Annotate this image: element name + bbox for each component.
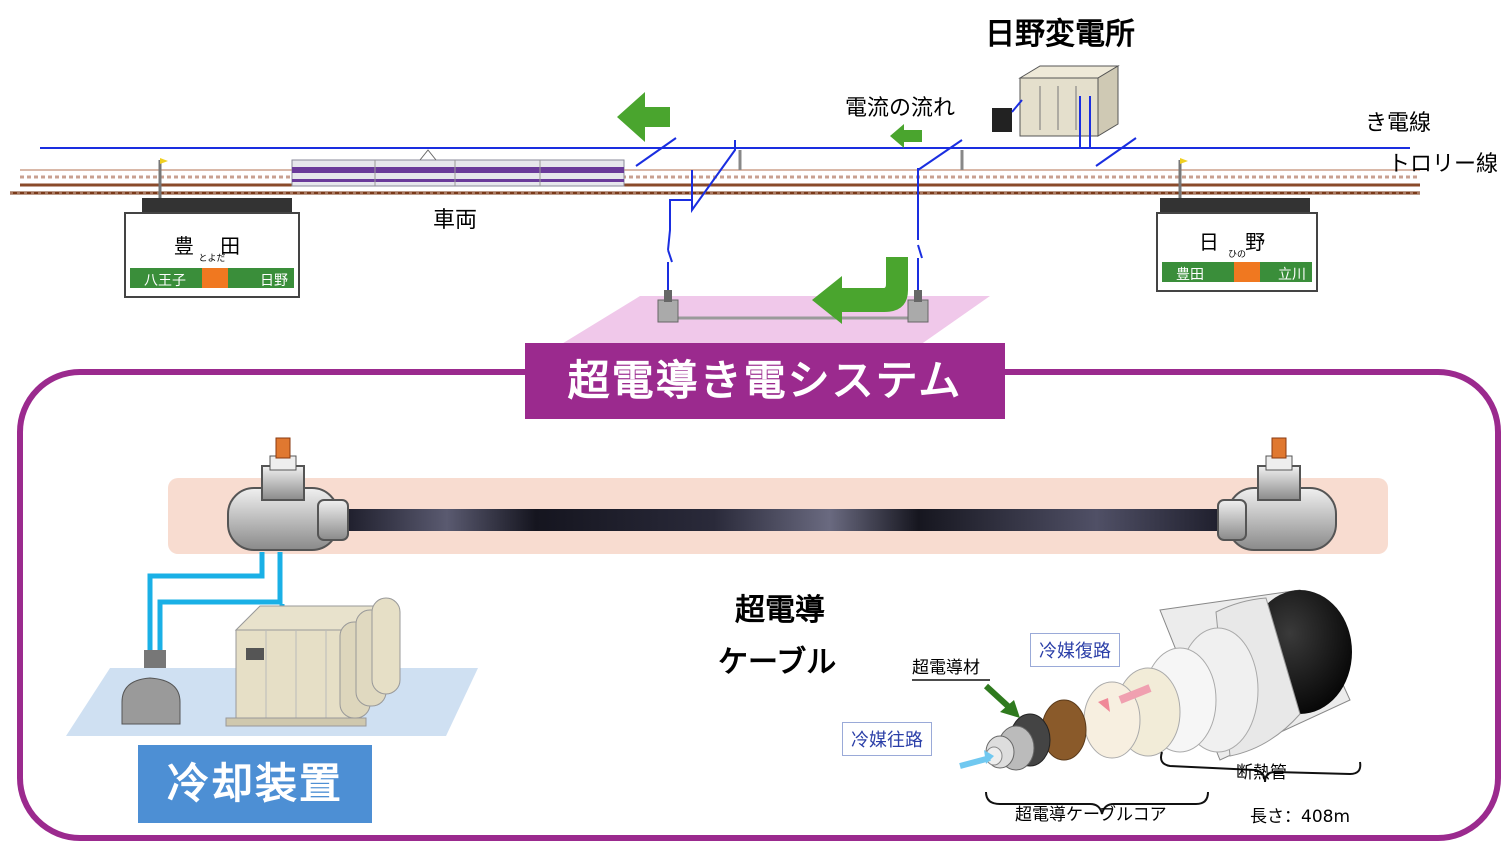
cable-title-line1: 超電導 xyxy=(735,593,825,628)
station-kana: とよだ xyxy=(198,254,226,264)
current-arrow-small xyxy=(890,124,922,148)
return-arrow xyxy=(812,257,908,324)
station-right-pole xyxy=(1160,158,1310,212)
station-direction-bar: 豊田 立川 xyxy=(1162,262,1312,283)
cable-cross-section xyxy=(959,589,1352,771)
system-title-banner: 超電導き電システム xyxy=(525,343,1005,419)
feeder-connection-1 xyxy=(635,137,736,300)
substation-label: 日野変電所 xyxy=(985,17,1135,52)
trolley-line-label: トロリー線 xyxy=(1388,152,1499,177)
station-kana: ひの xyxy=(1227,250,1246,260)
cable-core-label: 超電導ケーブルコア xyxy=(1015,805,1167,825)
superconducting-cable xyxy=(340,509,1230,531)
brace-core xyxy=(985,791,1209,815)
coolant-return-label: 冷媒復路 xyxy=(1030,633,1120,667)
station-prev: 豊田 xyxy=(1176,267,1204,283)
line-color-mark xyxy=(202,268,228,288)
station-next: 日野 xyxy=(260,273,288,289)
substation-building xyxy=(992,65,1120,148)
station-next: 立川 xyxy=(1278,267,1306,283)
current-flow-label: 電流の流れ xyxy=(845,96,956,121)
cable-terminal-right xyxy=(1217,437,1337,551)
cryocooler xyxy=(121,650,181,725)
length-label: 長さ：408m xyxy=(1250,807,1351,827)
railway-track xyxy=(10,169,1420,195)
feeder-line-label: き電線 xyxy=(1365,111,1432,136)
small-terminal-right xyxy=(907,290,929,323)
cable-title-line2: ケーブル xyxy=(718,645,837,680)
station-sign-toyoda: 豊 田 とよだ 八王子 日野 xyxy=(124,212,300,298)
cable-terminal-left xyxy=(227,437,349,551)
sc-material-label: 超電導材 xyxy=(912,658,980,678)
feeder-connection-2 xyxy=(917,137,1137,300)
line-color-mark xyxy=(1234,262,1260,282)
insulation-pipe-label: 断熱管 xyxy=(1236,763,1287,783)
small-terminal-left xyxy=(657,290,679,323)
station-direction-bar: 八王子 日野 xyxy=(130,268,294,289)
station-prev: 八王子 xyxy=(144,273,186,289)
brace-insulation xyxy=(1160,751,1362,783)
current-arrow-large xyxy=(617,92,670,142)
station-sign-hino: 日 野 ひの 豊田 立川 xyxy=(1156,212,1318,292)
station-left-pole xyxy=(142,158,292,212)
cooling-unit-label: 冷却装置 xyxy=(138,745,372,823)
station-name: 豊 田 xyxy=(173,234,251,258)
station-name: 日 野 xyxy=(1198,230,1276,254)
coolant-outbound-label: 冷媒往路 xyxy=(842,722,932,756)
refrigerator-units xyxy=(225,597,401,727)
train xyxy=(291,149,625,187)
vehicle-label: 車両 xyxy=(433,208,478,233)
